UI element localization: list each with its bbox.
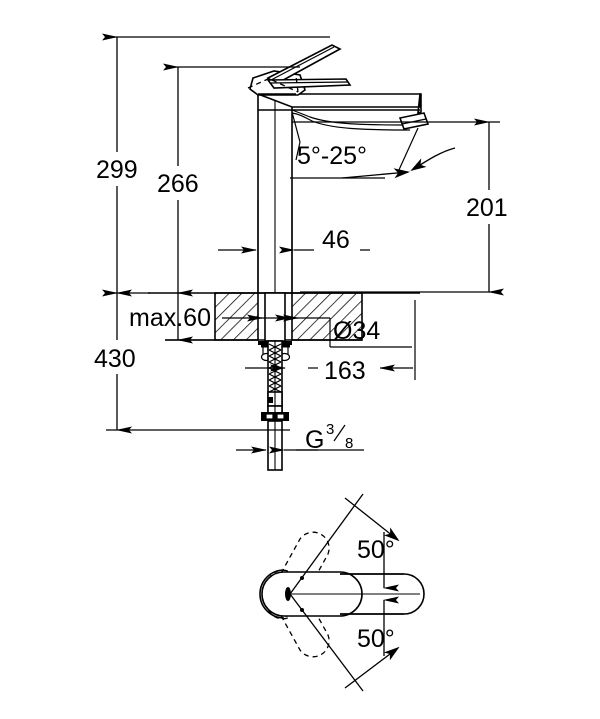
label-dim-163: 163: [324, 357, 366, 385]
swivel-angle-lower: [289, 593, 400, 692]
dimension-299: [102, 33, 163, 297]
lever-handle: [247, 44, 352, 96]
thread-numerator: 3: [326, 421, 334, 438]
label-dim-max-deck: max.60: [129, 304, 211, 332]
plan-spout-solid: [261, 571, 425, 617]
dimension-labels: 299 266 201 46 5°-25° max.60 Ø34 163 430…: [94, 142, 508, 653]
shank-assembly: [258, 292, 292, 471]
label-swivel-angle-upper: 50°: [357, 536, 395, 564]
swivel-angle-upper: [289, 493, 400, 595]
dimension-430: [102, 289, 163, 434]
dimension-163: [245, 300, 416, 384]
dimension-d34: [258, 314, 412, 348]
label-swivel-angle-lower: 50°: [357, 625, 395, 653]
label-dim-266: 266: [157, 170, 199, 198]
thread-letter: G: [305, 426, 324, 454]
label-thread-size: G 3 8: [305, 421, 353, 454]
label-dim-hole-diameter: Ø34: [333, 317, 380, 345]
label-dim-299: 299: [96, 156, 138, 184]
thread-denominator: 8: [345, 435, 353, 452]
extension-lines: [106, 36, 500, 431]
elevation-view: [102, 33, 522, 471]
label-dim-201: 201: [466, 194, 508, 222]
label-dim-46: 46: [322, 226, 350, 254]
faucet-column: [257, 93, 293, 294]
dimension-tilt: [290, 111, 410, 179]
aerator-leader: [397, 127, 456, 173]
dimension-266: [163, 63, 225, 297]
dimension-46: [218, 200, 370, 293]
plan-view-swivel: [259, 493, 425, 692]
faucet-spout: [257, 93, 430, 131]
label-dim-tilt-range: 5°-25°: [297, 142, 367, 170]
label-dim-430: 430: [94, 345, 136, 373]
dimension-201: [460, 118, 522, 296]
